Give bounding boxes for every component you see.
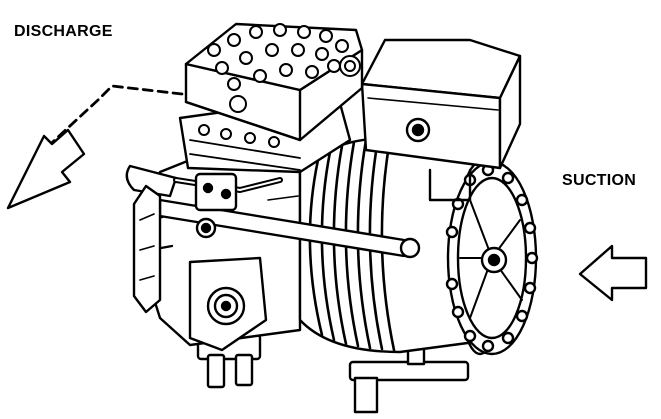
terminal-box — [360, 38, 522, 202]
piping — [125, 164, 421, 259]
head-bolts — [198, 23, 361, 148]
suction-label: SUCTION — [562, 172, 637, 189]
discharge-flow-path — [42, 84, 184, 152]
mounting-base — [196, 328, 470, 414]
discharge-arrow-icon — [6, 128, 86, 210]
end-cover — [445, 160, 539, 356]
suction-arrow-icon — [578, 244, 648, 302]
discharge-label: DISCHARGE — [14, 23, 113, 40]
oil-pump-cover — [132, 184, 162, 314]
